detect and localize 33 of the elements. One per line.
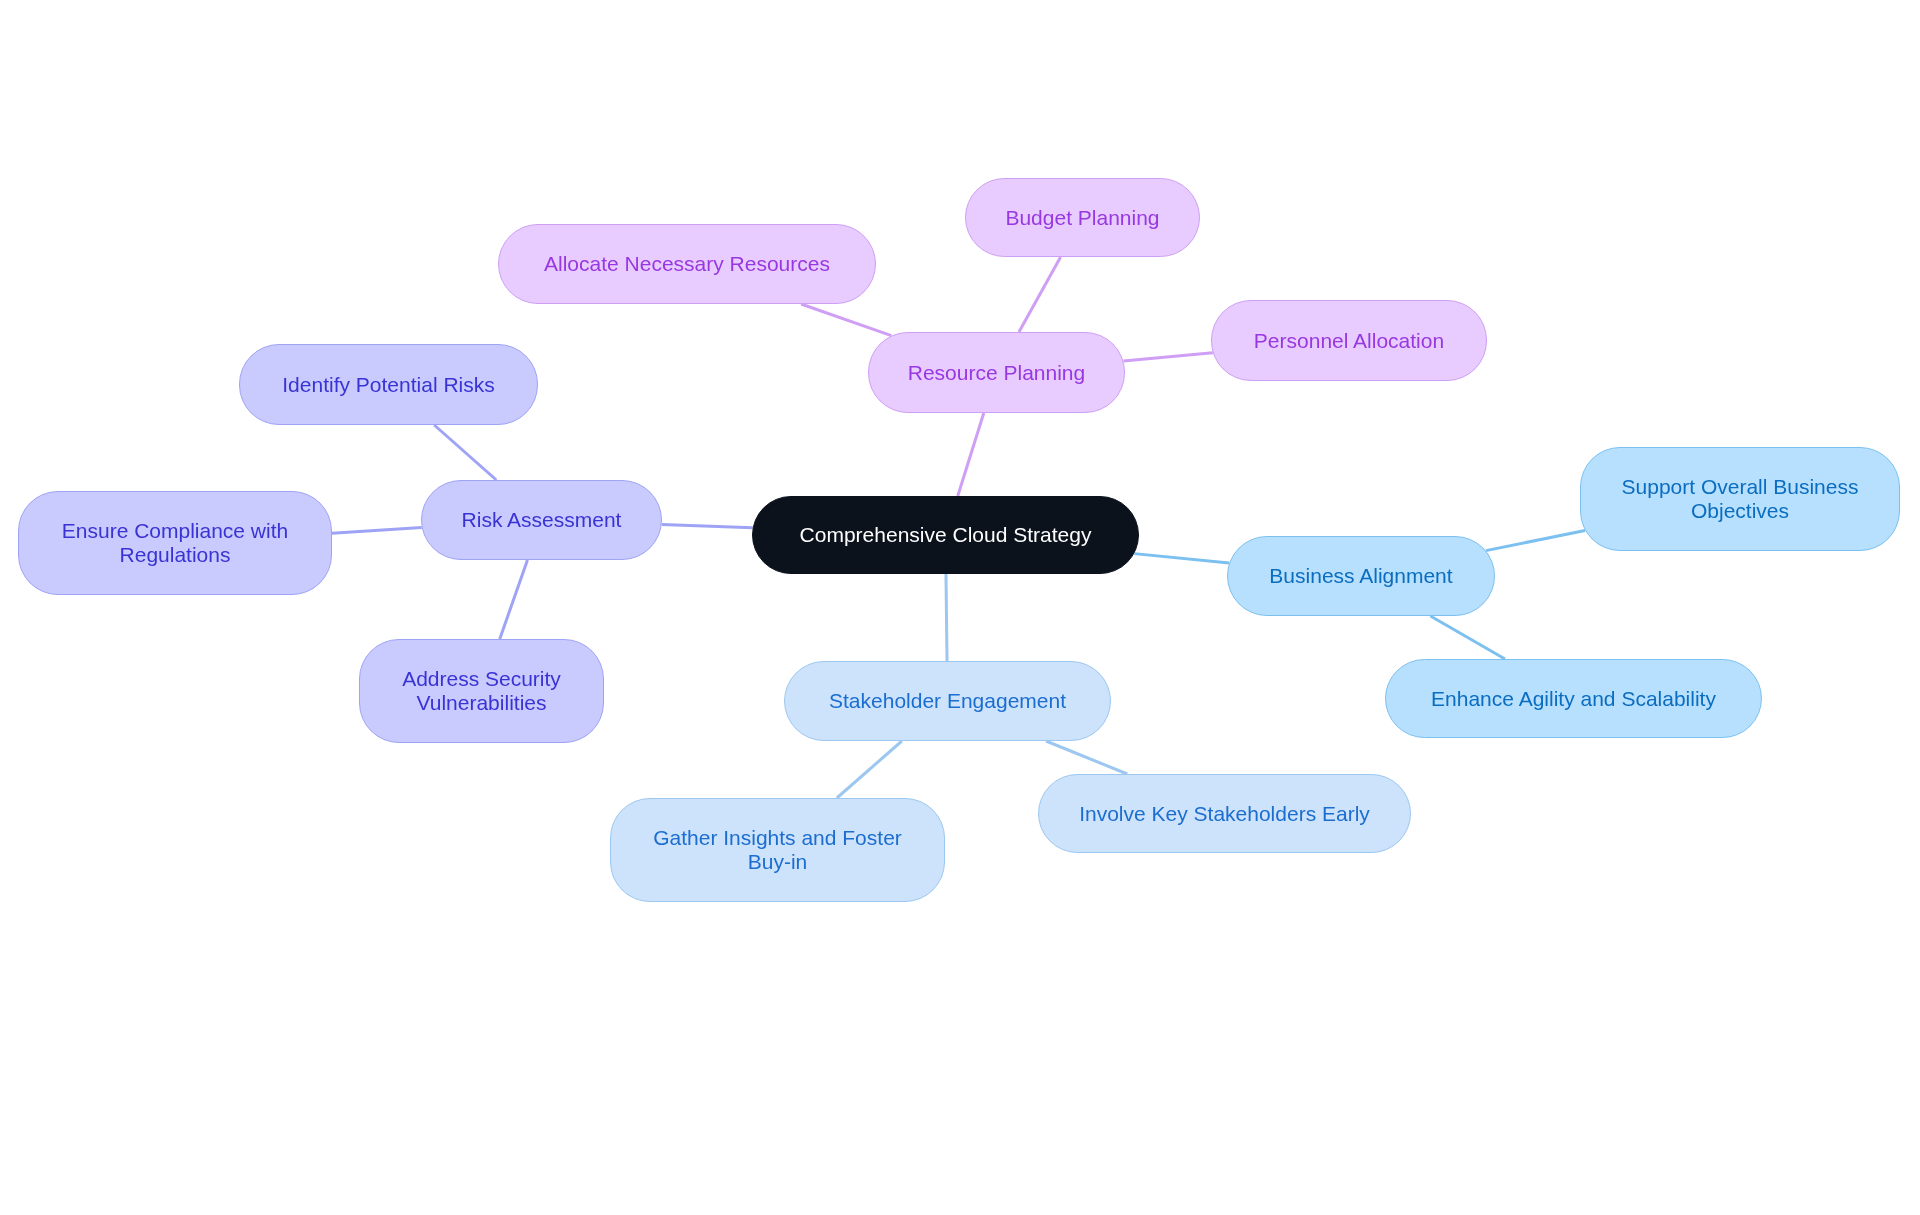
topic-label: Business Alignment xyxy=(1269,564,1453,588)
topic-label: Enhance Agility and Scalability xyxy=(1431,686,1716,711)
topic-label: Address Security Vulnerabilities xyxy=(401,667,562,715)
topic-node xyxy=(1580,447,1900,551)
topic-label: Involve Key Stakeholders Early xyxy=(1079,801,1370,826)
connector-line xyxy=(331,526,422,535)
topic-label: Stakeholder Engagement xyxy=(829,689,1066,713)
connector-line xyxy=(661,522,753,530)
connector-line xyxy=(944,574,949,662)
topic-label: Identify Potential Risks xyxy=(282,372,495,397)
topic-label: Budget Planning xyxy=(1005,205,1160,230)
connector-line xyxy=(835,739,903,800)
topic-node xyxy=(18,491,332,595)
connector-line xyxy=(1123,351,1213,363)
connector-line xyxy=(800,302,892,338)
topic-label: Gather Insights and Foster Buy-in xyxy=(652,826,903,874)
connector-line xyxy=(1429,614,1506,661)
topic-node xyxy=(610,798,945,902)
connector-line xyxy=(1485,529,1586,553)
topic-node xyxy=(359,639,604,743)
topic-label: Support Overall Business Objectives xyxy=(1620,475,1860,523)
topic-label: Resource Planning xyxy=(907,360,1086,385)
topic-label: Allocate Necessary Resources xyxy=(544,252,830,276)
connector-line xyxy=(1017,256,1062,333)
topic-label: Risk Assessment xyxy=(461,508,622,532)
connector-line xyxy=(433,423,498,482)
topic-label: Ensure Compliance with Regulations xyxy=(60,519,290,567)
connector-line xyxy=(1134,552,1230,565)
topic-label: Comprehensive Cloud Strategy xyxy=(799,523,1092,547)
connector-line xyxy=(498,559,529,640)
topic-label: Personnel Allocation xyxy=(1253,328,1445,353)
connector-line xyxy=(1045,739,1128,776)
connector-line xyxy=(956,412,986,497)
